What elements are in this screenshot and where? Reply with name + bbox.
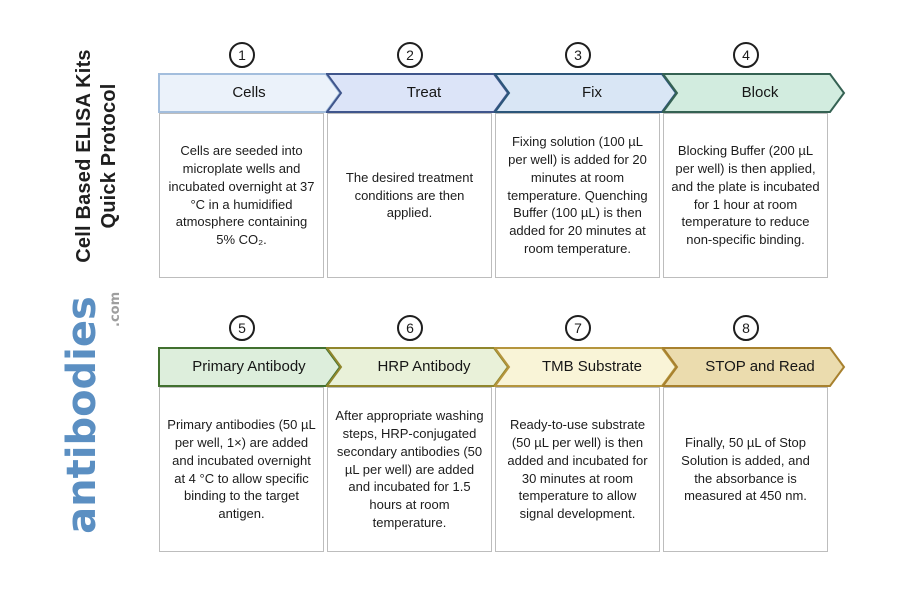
step-6-description-text: After appropriate washing steps, HRP-con… [335, 407, 484, 531]
step-7-number-badge: 7 [565, 315, 591, 341]
step-1-description-text: Cells are seeded into microplate wells a… [168, 142, 315, 248]
step-1-label: Cells [232, 84, 266, 101]
step-8-number-badge: 8 [733, 315, 759, 341]
step-8-description: Finally, 50 µL of Stop Solution is added… [663, 387, 828, 552]
step-2-description-text: The desired treatment conditions are the… [345, 169, 474, 221]
step-7-label: TMB Substrate [541, 358, 643, 375]
step-8-arrow [662, 347, 846, 387]
step-1-description: Cells are seeded into microplate wells a… [159, 113, 324, 278]
step-3-number-badge: 3 [565, 42, 591, 68]
step-2-number-badge: 2 [397, 42, 423, 68]
step-5-number-badge: 5 [229, 315, 255, 341]
step-5-description-text: Primary antibodies (50 µL per well, 1×) … [167, 416, 316, 522]
step-1-number-badge: 1 [229, 42, 255, 68]
step-3-description: Fixing solution (100 µL per well) is add… [495, 113, 660, 278]
step-3-description-text: Fixing solution (100 µL per well) is add… [507, 133, 648, 257]
step-8-description-text: Finally, 50 µL of Stop Solution is added… [681, 434, 810, 504]
page-title-line-1: Cell Based ELISA Kits [73, 49, 95, 263]
step-4-description-text: Blocking Buffer (200 µL per well) is the… [671, 142, 820, 248]
step-4-description: Blocking Buffer (200 µL per well) is the… [663, 113, 828, 278]
step-4-arrow-shape [662, 73, 846, 113]
step-6-number-badge: 6 [397, 315, 423, 341]
step-7-description-text: Ready-to-use substrate (50 µL per well) … [507, 416, 648, 522]
step-4-label: Block [741, 84, 779, 101]
step-2-label: Treat [406, 84, 442, 101]
logo-domain-suffix: .com [108, 291, 123, 327]
step-3-label: Fix [582, 84, 602, 101]
antibodies-logo: antibodies [59, 296, 105, 534]
step-7-description: Ready-to-use substrate (50 µL per well) … [495, 387, 660, 552]
step-2-description: The desired treatment conditions are the… [327, 113, 492, 278]
step-8-label: STOP and Read [705, 358, 815, 375]
step-6-description: After appropriate washing steps, HRP-con… [327, 387, 492, 552]
page-title-line-2: Quick Protocol [98, 83, 120, 229]
step-4-arrow [662, 73, 846, 113]
step-5-label: Primary Antibody [192, 358, 306, 375]
step-8-arrow-shape [662, 347, 846, 387]
step-4-number-badge: 4 [733, 42, 759, 68]
step-6-label: HRP Antibody [377, 358, 471, 375]
vertical-page-title: Cell Based ELISA Kits Quick Protocol [71, 40, 123, 272]
step-5-description: Primary antibodies (50 µL per well, 1×) … [159, 387, 324, 552]
